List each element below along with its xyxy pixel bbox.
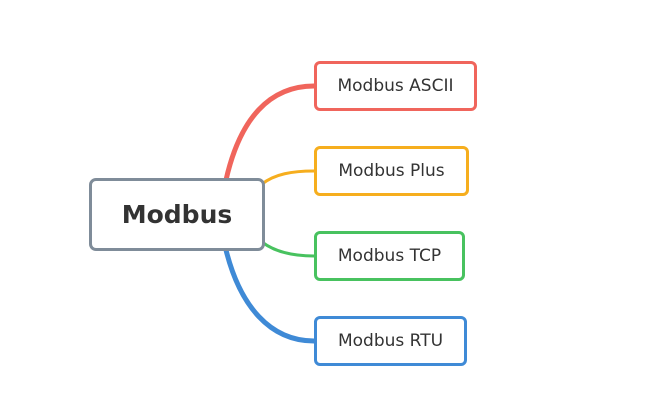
child-node-modbus-tcp[interactable]: Modbus TCP [314,231,465,281]
root-node[interactable]: Modbus [89,178,265,251]
connector-modbus-ascii [223,83,317,183]
child-node-modbus-ascii[interactable]: Modbus ASCII [314,61,477,111]
connector-modbus-plus [260,169,316,186]
connector-modbus-rtu [223,247,317,344]
child-node-modbus-plus[interactable]: Modbus Plus [314,146,469,196]
child-node-modbus-rtu[interactable]: Modbus RTU [314,316,467,366]
connector-modbus-tcp [260,240,316,258]
